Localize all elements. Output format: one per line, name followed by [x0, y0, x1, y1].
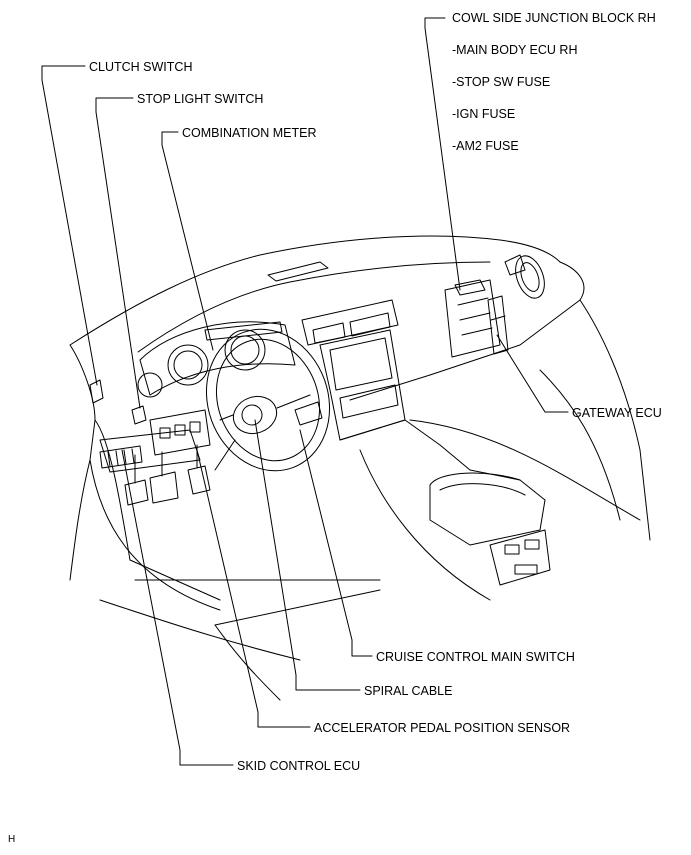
- armrest-top: [439, 483, 526, 496]
- ecu-rib-4: [131, 448, 135, 464]
- dash-top-edge: [69, 235, 561, 346]
- label-combination-meter: COMBINATION METER: [182, 126, 317, 140]
- side-window-vent: [504, 254, 526, 276]
- steering-wheel: [205, 328, 331, 472]
- steering-wheel-rim-inner: [215, 338, 321, 462]
- leader-cowl-side-junction-block: [424, 17, 461, 291]
- center-console: [339, 419, 521, 481]
- junction-block-assembly: [444, 279, 509, 358]
- label-am2-fuse: -AM2 FUSE: [452, 139, 519, 153]
- pedal-switch-a: [159, 427, 171, 439]
- ecu-rib-2: [115, 450, 119, 466]
- center-display-housing: [301, 299, 399, 346]
- leader-spiral-cable: [254, 419, 361, 691]
- leader-clutch-switch: [41, 65, 98, 386]
- junction-block-body: [444, 279, 501, 358]
- cruise-switch-body: [294, 401, 323, 426]
- rear-console: [489, 529, 551, 586]
- steering-spoke-left: [219, 414, 234, 421]
- center-stack-controls: [339, 384, 399, 419]
- ecu-rib-3: [123, 449, 127, 465]
- center-screen: [329, 337, 393, 391]
- meter-gauge-left: [167, 344, 209, 386]
- label-stop-light-switch: STOP LIGHT SWITCH: [137, 92, 264, 106]
- leader-stop-light-switch: [95, 97, 141, 409]
- label-skid-control-ecu: SKID CONTROL ECU: [237, 759, 361, 773]
- combination-meter: [137, 321, 296, 398]
- junction-block-top: [454, 279, 486, 296]
- label-main-body-ecu: -MAIN BODY ECU RH: [452, 43, 578, 57]
- floor-line-1: [359, 449, 491, 601]
- center-display-frame-right: [349, 312, 391, 337]
- leader-skid-control-ecu: [121, 449, 234, 766]
- left-kick-panel: [69, 344, 96, 581]
- clutch-switch-body: [89, 379, 104, 404]
- rear-vent-left: [504, 544, 520, 555]
- pedal-assembly: [89, 379, 211, 506]
- pedal-switch-b: [174, 424, 186, 436]
- pedal-bracket: [149, 409, 211, 456]
- brake-pedal: [149, 471, 179, 504]
- steering-spoke-right: [276, 394, 311, 409]
- leader-lines: [41, 17, 569, 766]
- dash-lower-right: [579, 299, 651, 541]
- rear-vent-right: [524, 539, 540, 550]
- pedal-switch-c: [189, 421, 201, 433]
- dash-right-edge: [349, 261, 585, 401]
- label-stop-sw-fuse: -STOP SW FUSE: [452, 75, 551, 89]
- figure-code: H: [8, 834, 16, 845]
- stop-light-switch-body: [131, 405, 147, 425]
- floor-line-2: [409, 419, 641, 521]
- leader-combination-meter: [161, 131, 214, 351]
- left-door-sill: [89, 459, 221, 611]
- right-air-vent: [515, 255, 545, 299]
- leader-accelerator-pedal-position-sensor: [196, 449, 311, 728]
- dashboard: [69, 235, 651, 701]
- label-gateway-ecu: GATEWAY ECU: [572, 406, 662, 420]
- label-clutch-switch: CLUTCH SWITCH: [89, 60, 193, 74]
- accelerator-pedal: [187, 465, 211, 495]
- leader-cruise-control-main-switch: [299, 429, 373, 657]
- floor-line-4: [214, 589, 381, 626]
- clutch-pedal: [124, 479, 149, 506]
- label-ign-fuse: -IGN FUSE: [452, 107, 516, 121]
- label-spiral-cable: SPIRAL CABLE: [364, 684, 453, 698]
- steering-wheel-rim-outer: [205, 328, 331, 472]
- meter-strip: [204, 321, 283, 341]
- armrest: [429, 472, 546, 546]
- center-display-frame: [312, 322, 346, 344]
- label-cruise-control-main-switch: CRUISE CONTROL MAIN SWITCH: [376, 650, 575, 664]
- defroster-vent: [267, 261, 329, 282]
- meter-gauge-right-inner: [230, 335, 260, 365]
- floor-line-5: [99, 599, 301, 661]
- skid-control-ecu-body: [99, 445, 143, 469]
- rear-console-slot: [514, 564, 538, 575]
- meter-gauge-right: [224, 329, 266, 371]
- label-accelerator-pedal-position-sensor: ACCELERATOR PEDAL POSITION SENSOR: [314, 721, 571, 735]
- junction-rib-3: [461, 327, 493, 336]
- steering-hub: [232, 395, 278, 435]
- dash-top-edge-inner: [137, 261, 491, 353]
- door-line: [539, 369, 621, 521]
- steering-column: [214, 439, 236, 471]
- meter-gauge-small: [137, 372, 163, 398]
- junction-rib-1: [457, 297, 489, 306]
- ecu-rib-1: [107, 451, 111, 467]
- meter-gauge-left-inner: [173, 350, 203, 380]
- spiral-cable-body: [241, 404, 263, 426]
- junction-rib-2: [459, 312, 491, 321]
- meter-hood: [139, 321, 296, 396]
- label-cowl-side-junction-block: COWL SIDE JUNCTION BLOCK RH: [452, 11, 656, 25]
- right-air-vent-inner: [520, 262, 540, 292]
- gateway-ecu-body: [487, 295, 509, 355]
- leader-gateway-ecu: [496, 334, 569, 413]
- floor-line-6: [214, 624, 281, 701]
- gateway-rib: [490, 315, 506, 321]
